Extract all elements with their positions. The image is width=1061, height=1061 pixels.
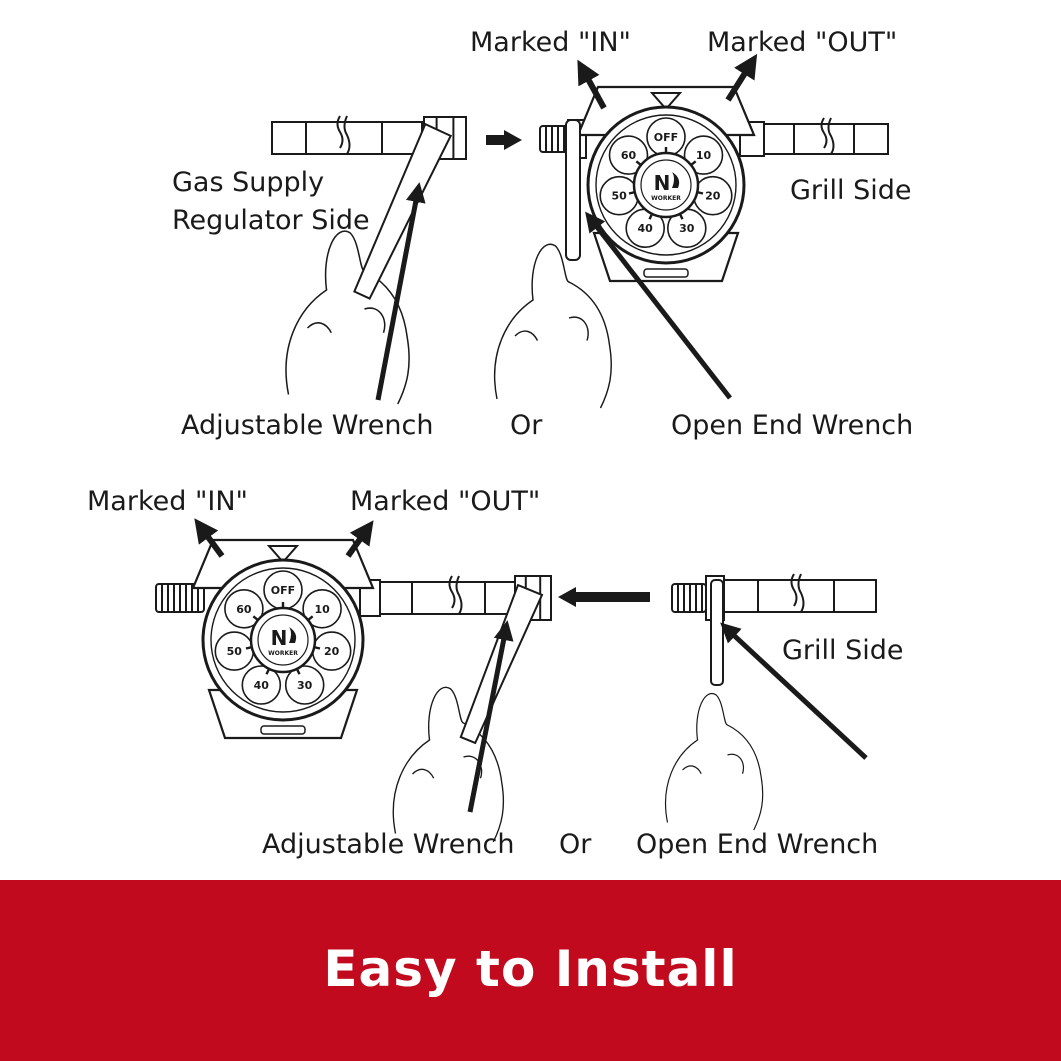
top-adjustable-wrench: [353, 122, 453, 300]
top-in-arrow: [577, 59, 607, 110]
bottom-grill-hose-connected: [379, 575, 516, 615]
top-supply-hose: [271, 115, 423, 155]
top-out-arrow: [725, 53, 758, 102]
top-supply-label-1: Gas Supply: [172, 167, 325, 198]
bottom-grill-hose: [723, 573, 877, 613]
top-supply-label-2: Regulator Side: [172, 205, 370, 236]
top-or-label: Or: [510, 410, 543, 441]
install-banner: Easy to Install: [0, 880, 1061, 1061]
svg-text:50: 50: [227, 645, 243, 658]
direction-triangle-icon: [266, 545, 300, 564]
brand-logo-icon: N: [654, 171, 671, 195]
bottom-or-label: Or: [559, 829, 592, 860]
bottom-in-label: Marked "IN": [87, 486, 248, 517]
bottom-out-arrow: [345, 520, 374, 558]
bottom-left-hand: [392, 686, 505, 843]
flame-icon: [289, 627, 297, 643]
svg-text:60: 60: [236, 603, 252, 616]
svg-text:20: 20: [705, 190, 721, 203]
direction-triangle-icon: [649, 92, 683, 111]
top-adjustable-label: Adjustable Wrench: [181, 410, 434, 441]
bottom-open-end-wrench: [710, 579, 724, 686]
flame-icon: [672, 172, 680, 188]
svg-text:OFF: OFF: [271, 584, 295, 597]
svg-text:WORKER: WORKER: [268, 650, 298, 657]
svg-text:30: 30: [297, 679, 313, 692]
svg-text:40: 40: [638, 222, 654, 235]
top-regulator-inlet-thread: [539, 125, 569, 153]
svg-text:60: 60: [621, 149, 637, 162]
top-left-hand: [285, 230, 410, 405]
top-grill-hose: [763, 117, 889, 155]
hands: [285, 119, 764, 843]
banner-title: Easy to Install: [323, 940, 738, 998]
bottom-right-hand: [664, 692, 764, 831]
pointer-arrows: [194, 53, 868, 813]
top-grill-label: Grill Side: [790, 175, 912, 206]
svg-text:OFF: OFF: [654, 131, 678, 144]
bottom-in-arrow: [194, 518, 225, 558]
top-right-hand: [493, 243, 612, 409]
top-adjustable-pointer: [375, 182, 426, 401]
top-out-label: Marked "OUT": [707, 27, 898, 58]
svg-text:20: 20: [324, 645, 340, 658]
svg-text:10: 10: [314, 603, 330, 616]
bottom-regulator-inlet-thread: [155, 583, 205, 613]
bottom-direction-arrow: [558, 587, 650, 607]
bottom-grill-label: Grill Side: [782, 635, 904, 666]
svg-text:40: 40: [254, 679, 270, 692]
brand-logo-icon: N: [271, 626, 288, 650]
top-in-label: Marked "IN": [470, 27, 631, 58]
diagram-art: OFF102030405060NWORKEROFF102030405060NWO…: [155, 53, 889, 843]
bottom-open-end-pointer: [720, 622, 868, 760]
top-open-end-wrench: [565, 119, 581, 261]
bottom-adjustable-label: Adjustable Wrench: [262, 829, 515, 860]
bottom-adjustable-pointer: [467, 620, 514, 813]
svg-text:10: 10: [696, 149, 712, 162]
top-open-end-label: Open End Wrench: [671, 410, 914, 441]
top-open-end-pointer: [585, 211, 732, 400]
svg-text:50: 50: [612, 190, 628, 203]
bottom-loose-fitting-thread: [671, 583, 707, 613]
bottom-open-end-label: Open End Wrench: [636, 829, 879, 860]
top-direction-arrow: [486, 130, 522, 150]
svg-text:30: 30: [679, 222, 695, 235]
bottom-out-label: Marked "OUT": [350, 486, 541, 517]
svg-text:WORKER: WORKER: [651, 195, 681, 202]
